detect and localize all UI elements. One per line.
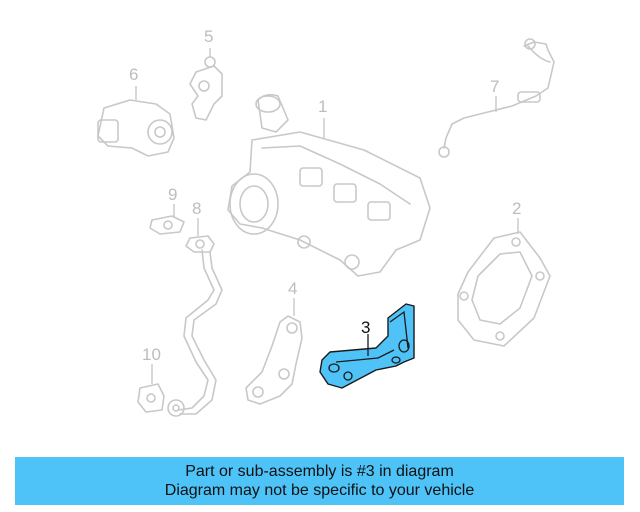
callout-8: 8 [192,199,201,218]
diagram-notice-banner: Part or sub-assembly is #3 in diagram Di… [15,457,624,505]
callout-4: 4 [288,279,297,298]
callout-6: 6 [129,65,138,84]
part-6-actuator: 6 [97,65,175,157]
callout-2: 2 [512,199,521,218]
callout-1: 1 [318,97,327,116]
part-5-valve: 5 [189,27,223,121]
callout-5: 5 [204,27,213,46]
part-8-oil-line: 8 [167,199,223,417]
part-10-gasket: 10 [137,345,165,413]
callout-3: 3 [361,318,370,337]
callout-7: 7 [490,77,499,96]
part-4-bracket: 4 [245,279,303,405]
banner-line-1: Part or sub-assembly is #3 in diagram [185,463,454,480]
callout-10: 10 [142,345,161,364]
part-3-bracket-highlighted: 3 [319,303,415,389]
part-2-gasket: 2 [457,199,551,347]
part-1-turbocharger: 1 [227,93,431,277]
part-9-gasket: 9 [149,185,185,235]
part-7-sensor: 7 [438,38,555,158]
banner-line-2: Diagram may not be specific to your vehi… [164,482,475,499]
callout-9: 9 [168,185,177,204]
parts-diagram: 5 6 1 7 9 [97,27,555,417]
